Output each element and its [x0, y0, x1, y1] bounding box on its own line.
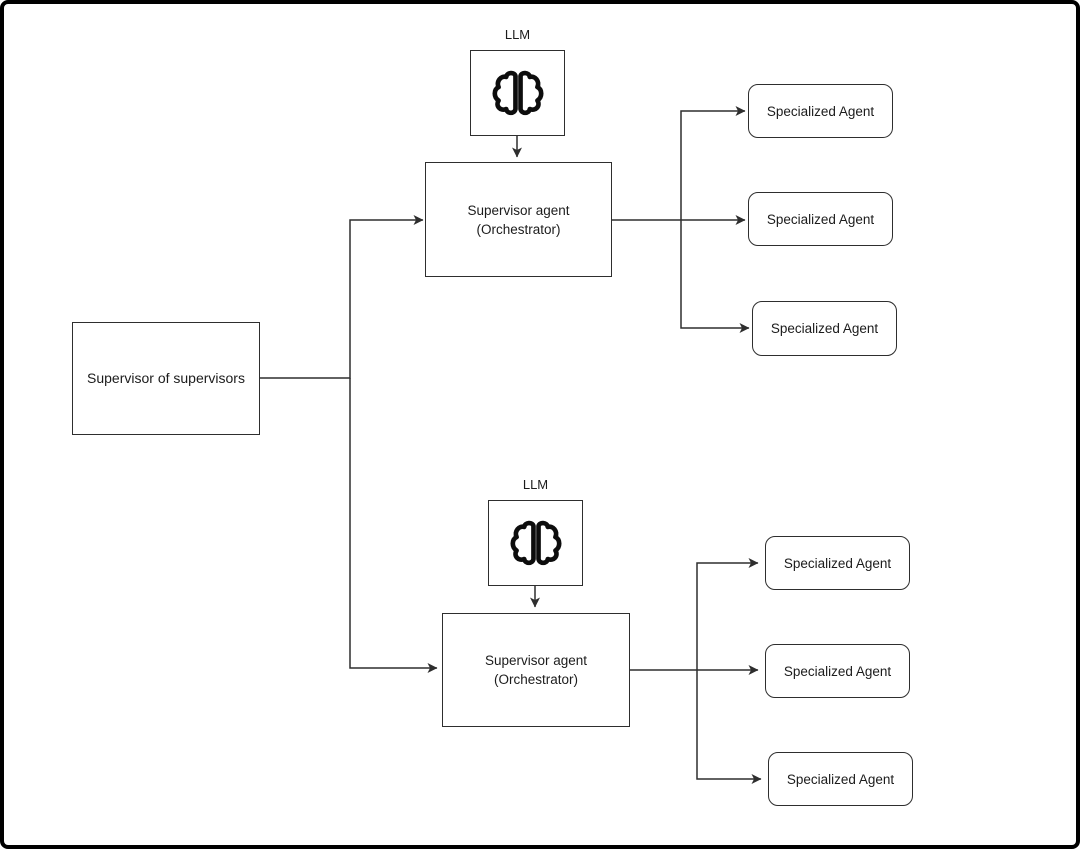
connector-top-supervisor-agent-1: [680, 106, 746, 220]
node-label: Supervisor of supervisors: [87, 370, 245, 386]
node-label-line1: Supervisor agent: [467, 202, 570, 218]
connector-bottom-supervisor-agent-3: [696, 670, 762, 784]
bottom-llm-title: LLM: [522, 477, 549, 492]
brain-icon: [490, 66, 546, 120]
node-bottom-specialized-agent-1: Specialized Agent: [765, 536, 910, 590]
connector-bottom-supervisor-agent-1: [696, 558, 759, 670]
node-label-line1: Supervisor agent: [484, 653, 588, 668]
connector-root-to-top-supervisor: [260, 215, 424, 379]
node-label: Specialized Agent: [786, 771, 895, 787]
node-label-line2: (Orchestrator): [476, 221, 561, 237]
node-label: Specialized Agent: [783, 663, 892, 679]
node-top-supervisor-agent: Supervisor agent (Orchestrator): [425, 162, 612, 277]
node-supervisor-of-supervisors: Supervisor of supervisors: [72, 322, 260, 435]
connector-root-to-bottom-supervisor: [349, 378, 438, 673]
node-label: Specialized Agent: [770, 321, 879, 336]
node-bottom-supervisor-agent: Supervisor agent (Orchestrator): [442, 613, 630, 727]
node-bottom-specialized-agent-3: Specialized Agent: [768, 752, 913, 806]
brain-icon: [508, 516, 564, 570]
node-bottom-specialized-agent-2: Specialized Agent: [765, 644, 910, 698]
top-llm-box: [470, 50, 565, 136]
node-label: Specialized Agent: [783, 555, 892, 571]
node-label-line2: (Orchestrator): [493, 672, 578, 687]
node-label: Specialized Agent: [766, 211, 875, 227]
node-top-specialized-agent-1: Specialized Agent: [748, 84, 893, 138]
node-label: Specialized Agent: [766, 103, 875, 119]
node-top-specialized-agent-3: Specialized Agent: [752, 301, 897, 356]
bottom-llm-box: [488, 500, 583, 586]
node-top-specialized-agent-2: Specialized Agent: [748, 192, 893, 246]
top-llm-title: LLM: [504, 27, 531, 42]
connector-top-supervisor-agent-3: [680, 220, 750, 333]
